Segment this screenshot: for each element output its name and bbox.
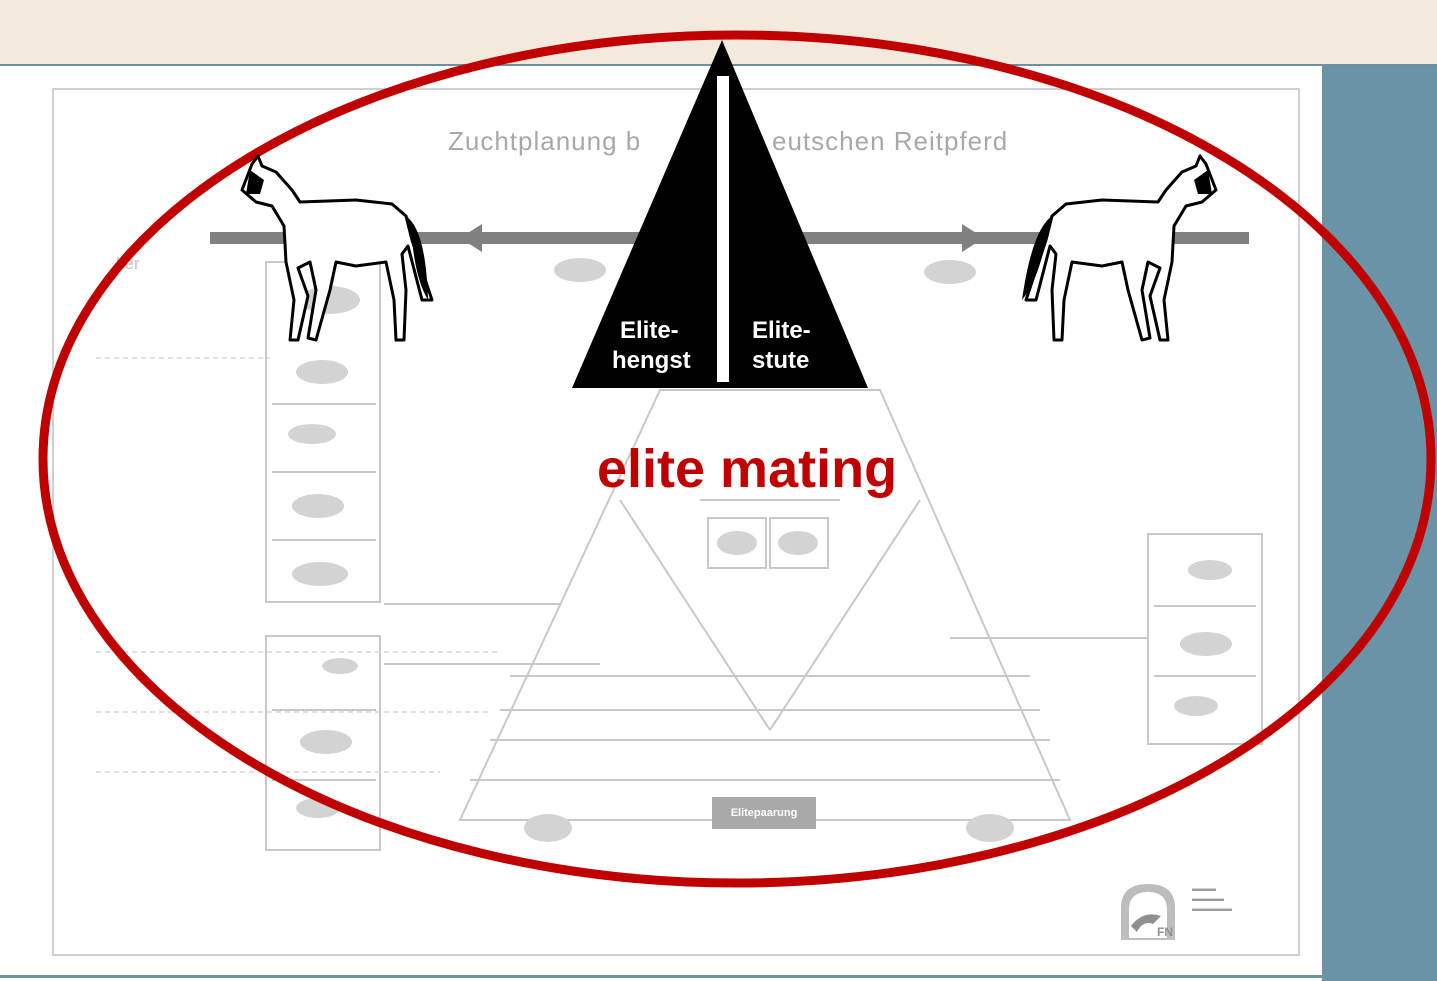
fn-logo-text: ▬▬▬▬▬▬▬▬▬▬▬▬ [1192,884,1232,913]
slide-title-right: eutschen Reitpferd [772,126,1009,156]
left-arrow-head [460,224,482,252]
mare-horse-icon [1022,154,1218,342]
stallion-horse-icon [240,154,434,342]
elitepaarung-box: Elitepaarung [712,797,816,829]
elite-stallion-line1: Elite- [620,317,679,344]
elite-stallion-label: Elite- hengst [612,316,691,376]
elite-mare-line2: stute [752,347,810,374]
pyramid-divider [717,76,729,382]
slide-title-left: Zuchtplanung b [448,126,642,156]
elite-mare-line1: Elite- [752,317,811,344]
bottom-rule [0,975,1322,978]
right-arrow-head [962,224,984,252]
fn-logo-icon: FN [1121,884,1175,940]
svg-text:FN: FN [1157,925,1173,939]
elite-stallion-line2: hengst [612,347,691,374]
elite-mating-caption: elite mating [597,439,898,499]
right-sidebar [1322,66,1437,981]
elite-mare-label: Elite- stute [752,316,811,376]
